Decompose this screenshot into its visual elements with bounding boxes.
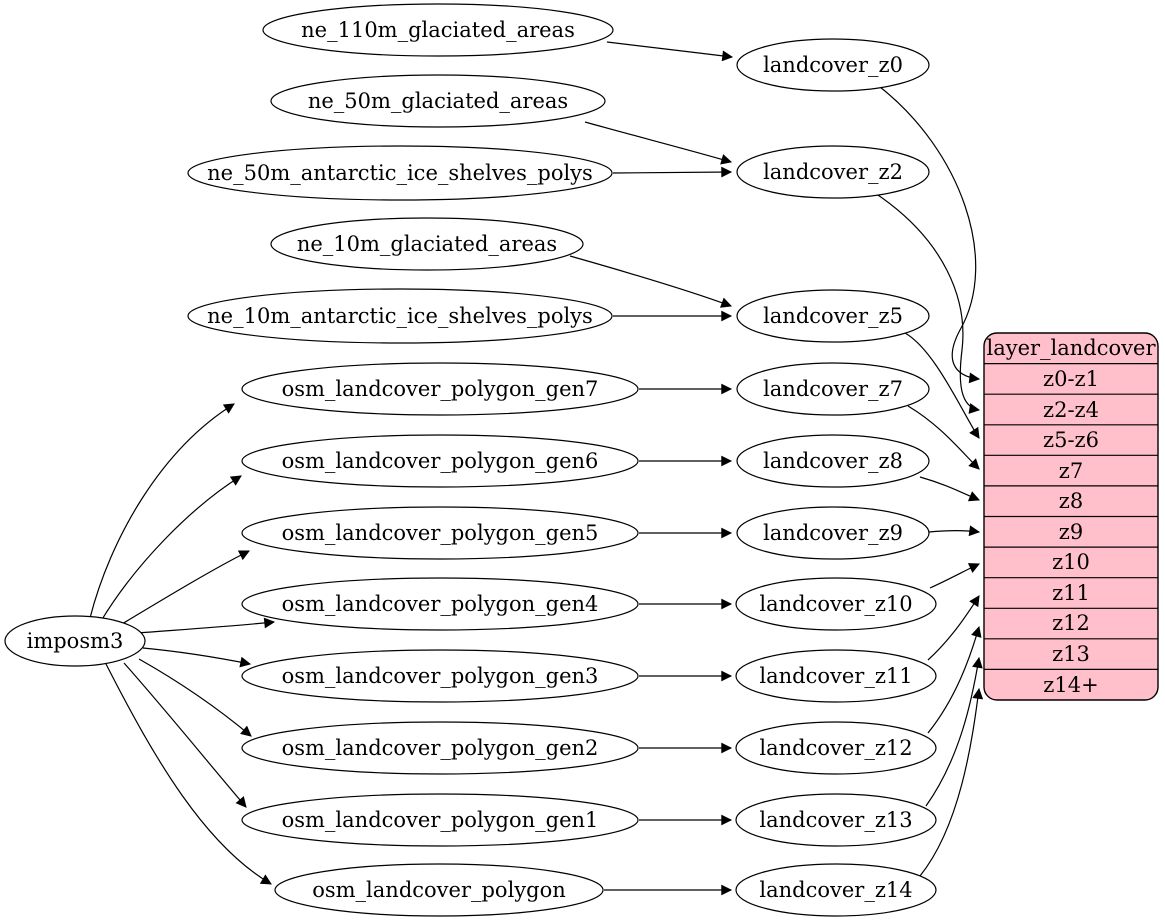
table-row-z9: z9: [1059, 520, 1083, 544]
node-layer_landcover-table: layer_landcover z0-z1 z2-z4 z5-z6 z7 z8 …: [983, 332, 1159, 701]
node-label: osm_landcover_polygon: [312, 878, 566, 902]
table-row-z5-z6: z5-z6: [1043, 428, 1099, 452]
node-osm_landcover_polygon_gen6: osm_landcover_polygon_gen6: [241, 434, 639, 488]
edge-imposm3--osm_landcover_polygon_gen5: [116, 550, 250, 628]
edge-imposm3--osm_landcover_polygon_gen7: [89, 403, 235, 619]
node-landcover_z8: landcover_z8: [736, 434, 930, 488]
node-landcover_z7: landcover_z7: [736, 362, 930, 416]
table-row-z2-z4: z2-z4: [1043, 398, 1099, 422]
node-label: landcover_z12: [759, 736, 912, 760]
node-imposm3: imposm3: [4, 615, 146, 667]
node-label: osm_landcover_polygon_gen2: [282, 736, 599, 760]
node-label: ne_110m_glaciated_areas: [301, 18, 575, 42]
node-ne_50m_antarctic_ice_shelves_polys: ne_50m_antarctic_ice_shelves_polys: [187, 145, 613, 201]
node-landcover_z14: landcover_z14: [735, 863, 937, 917]
node-osm_landcover_polygon_gen5: osm_landcover_polygon_gen5: [241, 506, 639, 560]
node-label: landcover_z5: [763, 304, 903, 328]
node-osm_landcover_polygon_gen1: osm_landcover_polygon_gen1: [241, 793, 639, 847]
node-label: landcover_z14: [759, 878, 912, 902]
node-landcover_z2: landcover_z2: [736, 145, 930, 199]
node-landcover_z11: landcover_z11: [735, 649, 937, 703]
node-landcover_z0: landcover_z0: [736, 38, 930, 92]
node-label: landcover_z0: [763, 53, 903, 77]
edge-imposm3--osm_landcover_polygon_gen1: [123, 662, 247, 808]
node-label: ne_50m_glaciated_areas: [308, 89, 568, 113]
node-ne_110m_glaciated_areas: ne_110m_glaciated_areas: [262, 3, 614, 57]
edge-landcover_z8--row-z8: [919, 476, 980, 502]
node-osm_landcover_polygon_gen4: osm_landcover_polygon_gen4: [241, 577, 639, 631]
node-landcover_z5: landcover_z5: [736, 289, 930, 343]
node-landcover_z13: landcover_z13: [735, 793, 937, 847]
layer-table-title: layer_landcover: [986, 336, 1156, 360]
edge-imposm3--osm_landcover_polygon: [105, 663, 272, 885]
edge-ne_50m_glaciated_areas--landcover_z2: [584, 121, 733, 165]
node-ne_10m_glaciated_areas: ne_10m_glaciated_areas: [270, 217, 584, 271]
imposm3-ellipse: [4, 615, 146, 667]
node-ne_10m_antarctic_ice_shelves_polys: ne_10m_antarctic_ice_shelves_polys: [187, 288, 613, 344]
node-label: osm_landcover_polygon_gen3: [282, 664, 599, 688]
edge-landcover_z2--row-z2-z4: [874, 192, 981, 414]
edge-landcover_z0--row-z0-z1: [879, 86, 981, 384]
node-label: landcover_z2: [763, 160, 903, 184]
edge-landcover_z9--row-z9: [928, 525, 981, 537]
edge-landcover_z13--row-z13: [925, 656, 983, 807]
table-row-z10: z10: [1052, 550, 1090, 574]
edge-landcover_z5--row-z5-z6: [904, 332, 980, 439]
node-osm_landcover_polygon_gen3: osm_landcover_polygon_gen3: [241, 649, 639, 703]
table-row-z8: z8: [1059, 489, 1083, 513]
node-label: landcover_z11: [759, 664, 912, 688]
edge-imposm3--osm_landcover_polygon_gen6: [100, 475, 242, 622]
node-osm_landcover_polygon_gen2: osm_landcover_polygon_gen2: [241, 721, 639, 775]
node-label: landcover_z13: [759, 808, 912, 832]
table-row-dividers: [984, 363, 1158, 670]
node-label: osm_landcover_polygon_gen6: [282, 449, 599, 473]
node-label: osm_landcover_polygon_gen5: [282, 521, 599, 545]
node-osm_landcover_polygon: osm_landcover_polygon: [274, 863, 604, 917]
node-landcover_z10: landcover_z10: [735, 577, 937, 631]
edge-imposm3--osm_landcover_polygon_gen4: [136, 617, 276, 634]
node-label: landcover_z7: [763, 377, 903, 401]
table-row-z13: z13: [1052, 642, 1090, 666]
edge-landcover_z14--row-z14plus: [919, 687, 984, 877]
node-osm_landcover_polygon_gen7: osm_landcover_polygon_gen7: [241, 362, 639, 416]
node-label: landcover_z9: [763, 521, 903, 545]
node-label: osm_landcover_polygon_gen7: [282, 377, 599, 401]
table-row-z11: z11: [1052, 581, 1090, 605]
imposm3-label: imposm3: [27, 629, 124, 653]
table-row-z0-z1: z0-z1: [1043, 367, 1099, 391]
node-label: ne_50m_antarctic_ice_shelves_polys: [207, 161, 593, 185]
node-label: ne_10m_antarctic_ice_shelves_polys: [207, 304, 593, 328]
node-label: osm_landcover_polygon_gen4: [282, 592, 599, 616]
table-row-z14plus: z14+: [1043, 673, 1098, 697]
edge-ne_50m_antarctic_ice_shelves_polys--landcover_z2: [612, 166, 733, 178]
node-landcover_z12: landcover_z12: [735, 721, 937, 775]
edge-landcover_z12--row-z12: [927, 625, 982, 734]
table-row-z12: z12: [1052, 611, 1090, 635]
edge-landcover_z7--row-z7: [907, 405, 980, 470]
table-row-z7: z7: [1059, 459, 1083, 483]
node-landcover_z9: landcover_z9: [736, 506, 930, 560]
node-label: landcover_z8: [763, 449, 903, 473]
node-label: ne_10m_glaciated_areas: [297, 232, 557, 256]
edge-ne_10m_glaciated_areas--landcover_z5: [569, 255, 733, 308]
edges: [89, 41, 984, 896]
edge-ne_110m_glaciated_areas--landcover_z0: [606, 41, 734, 62]
edge-imposm3--osm_landcover_polygon_gen3: [142, 647, 252, 668]
node-label: osm_landcover_polygon_gen1: [282, 808, 599, 832]
edge-landcover_z11--row-z11: [927, 595, 980, 661]
edge-imposm3--osm_landcover_polygon_gen2: [138, 658, 252, 737]
edge-landcover_z10--row-z10: [929, 563, 980, 589]
node-ne_50m_glaciated_areas: ne_50m_glaciated_areas: [270, 74, 606, 128]
node-label: landcover_z10: [759, 592, 912, 616]
